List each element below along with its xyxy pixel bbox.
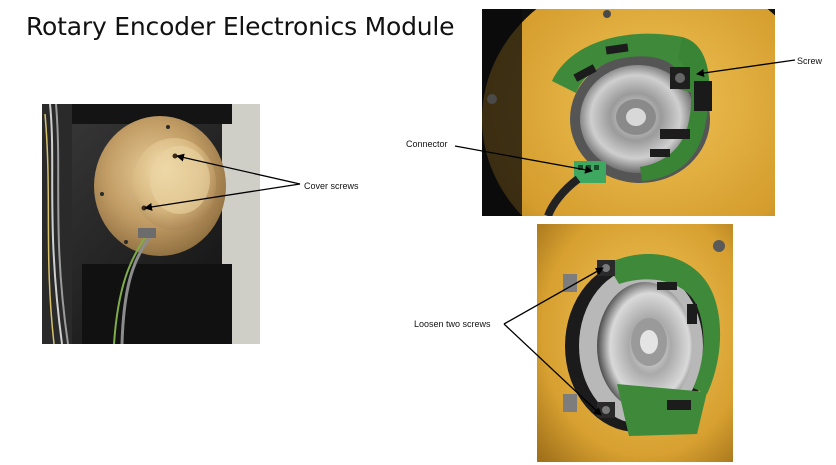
photo-encoder-board xyxy=(482,9,775,216)
callout-connector: Connector xyxy=(406,139,448,149)
callout-loosen-two-screws: Loosen two screws xyxy=(414,319,491,329)
photo-encoder-cover xyxy=(42,104,260,344)
callout-screw: Screw xyxy=(797,56,823,66)
callout-cover-screws: Cover screws xyxy=(304,181,359,191)
photo-encoder-screws xyxy=(537,224,733,462)
page-title: Rotary Encoder Electronics Module xyxy=(26,12,455,41)
